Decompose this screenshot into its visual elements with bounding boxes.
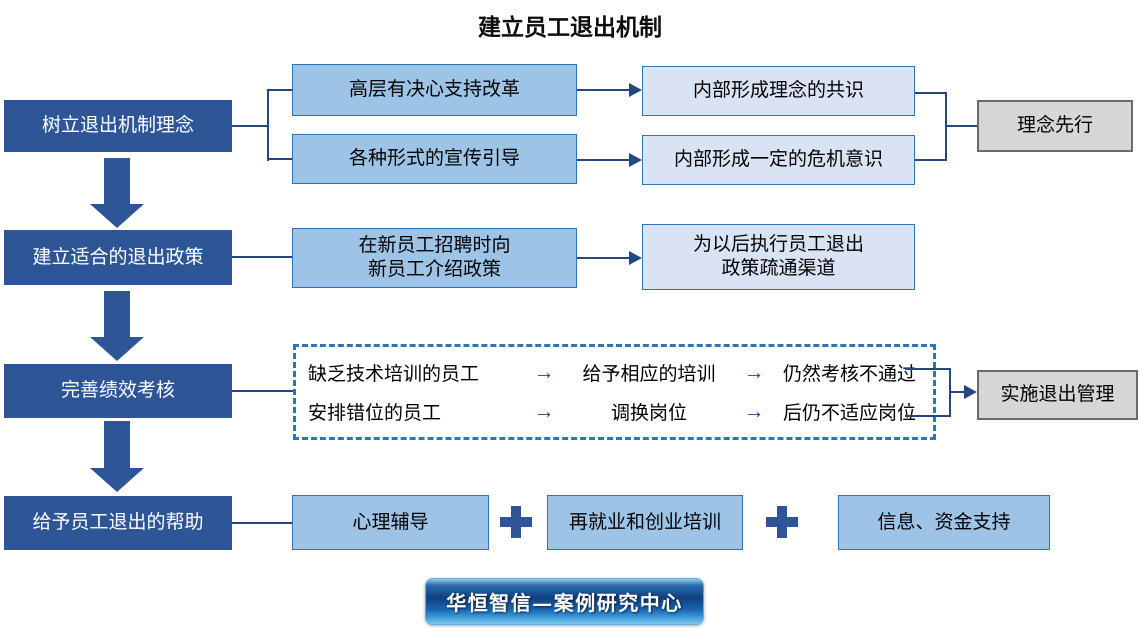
stage1-mid2-box: 各种形式的宣传引导 — [292, 134, 577, 184]
arrow-right-icon — [629, 153, 642, 167]
connector-line — [267, 158, 292, 160]
down-arrow-icon — [90, 337, 144, 361]
connector-line — [915, 92, 947, 94]
stage3-box: 完善绩效考核 — [4, 364, 232, 418]
connector-line — [232, 390, 293, 392]
arrow-right-glyph: → — [743, 360, 765, 384]
down-arrow-icon — [104, 158, 130, 204]
stage1-mid1-box: 高层有决心支持改革 — [292, 64, 577, 116]
connector-line — [945, 125, 977, 127]
case2-action: 调换岗位 — [610, 403, 687, 424]
stage1-box: 树立退出机制理念 — [4, 100, 232, 152]
plus-icon-bar — [500, 517, 532, 527]
stage1-out2-box: 内部形成一定的危机意识 — [642, 135, 915, 185]
down-arrow-icon — [104, 291, 130, 337]
connector-line — [905, 415, 951, 417]
plus-icon — [766, 506, 798, 538]
down-arrow-icon — [90, 204, 144, 228]
connector-line — [915, 159, 947, 161]
arrow-right-glyph: → — [533, 360, 555, 384]
stage3-case2-row: 安排错位的员工 → 调换岗位 → 后仍不适应岗位 — [304, 398, 925, 425]
connector-line — [232, 256, 292, 258]
plus-icon-bar — [766, 517, 798, 527]
down-arrow-icon — [90, 468, 144, 492]
arrow-right-icon — [629, 83, 642, 97]
case1-outcome: 仍然考核不通过 — [782, 364, 916, 385]
stage3-result-box: 实施退出管理 — [977, 370, 1138, 420]
arrow-right-icon — [629, 251, 642, 265]
arrow-right-icon — [964, 385, 977, 399]
connector-line — [577, 159, 630, 161]
diagram-title: 建立员工退出机制 — [478, 14, 662, 40]
case2-outcome: 后仍不适应岗位 — [782, 403, 916, 424]
stage2-mid-line1: 在新员工招聘时向 — [358, 235, 511, 257]
connector-line — [577, 89, 630, 91]
stage1-out1-box: 内部形成理念的共识 — [642, 66, 915, 116]
stage1-result-box: 理念先行 — [977, 100, 1133, 152]
connector-line — [267, 89, 292, 91]
stage4-item2-box: 再就业和创业培训 — [547, 495, 743, 550]
stage2-mid-box: 在新员工招聘时向 新员工介绍政策 — [292, 228, 577, 288]
stage2-mid-line2: 新员工介绍政策 — [367, 259, 501, 280]
connector-line — [577, 257, 630, 259]
connector-line — [232, 125, 269, 127]
stage2-box: 建立适合的退出政策 — [4, 230, 232, 285]
connector-line — [267, 89, 269, 161]
footer-banner: 华恒智信—案例研究中心 — [425, 578, 704, 625]
stage3-dashed-group: 缺乏技术培训的员工 → 给予相应的培训 → 仍然考核不通过 安排错位的员工 → … — [293, 344, 936, 440]
connector-line — [232, 522, 292, 524]
stage4-item3-box: 信息、资金支持 — [838, 495, 1050, 550]
connector-line — [905, 368, 951, 370]
arrow-right-glyph: → — [743, 399, 765, 423]
stage2-out-line1: 为以后执行员工退出 — [692, 234, 864, 256]
stage3-case1-row: 缺乏技术培训的员工 → 给予相应的培训 → 仍然考核不通过 — [304, 359, 925, 386]
case1-cause: 缺乏技术培训的员工 — [308, 364, 480, 385]
case2-cause: 安排错位的员工 — [308, 403, 442, 424]
stage2-out-box: 为以后执行员工退出 政策疏通渠道 — [642, 224, 915, 290]
plus-icon — [500, 506, 532, 538]
arrow-right-glyph: → — [533, 399, 555, 423]
connector-line — [949, 391, 966, 393]
stage4-item1-box: 心理辅导 — [292, 495, 489, 550]
stage2-out-line2: 政策疏通渠道 — [721, 258, 836, 279]
down-arrow-icon — [104, 421, 130, 468]
case1-action: 给予相应的培训 — [582, 364, 716, 385]
stage4-box: 给予员工退出的帮助 — [4, 496, 232, 550]
